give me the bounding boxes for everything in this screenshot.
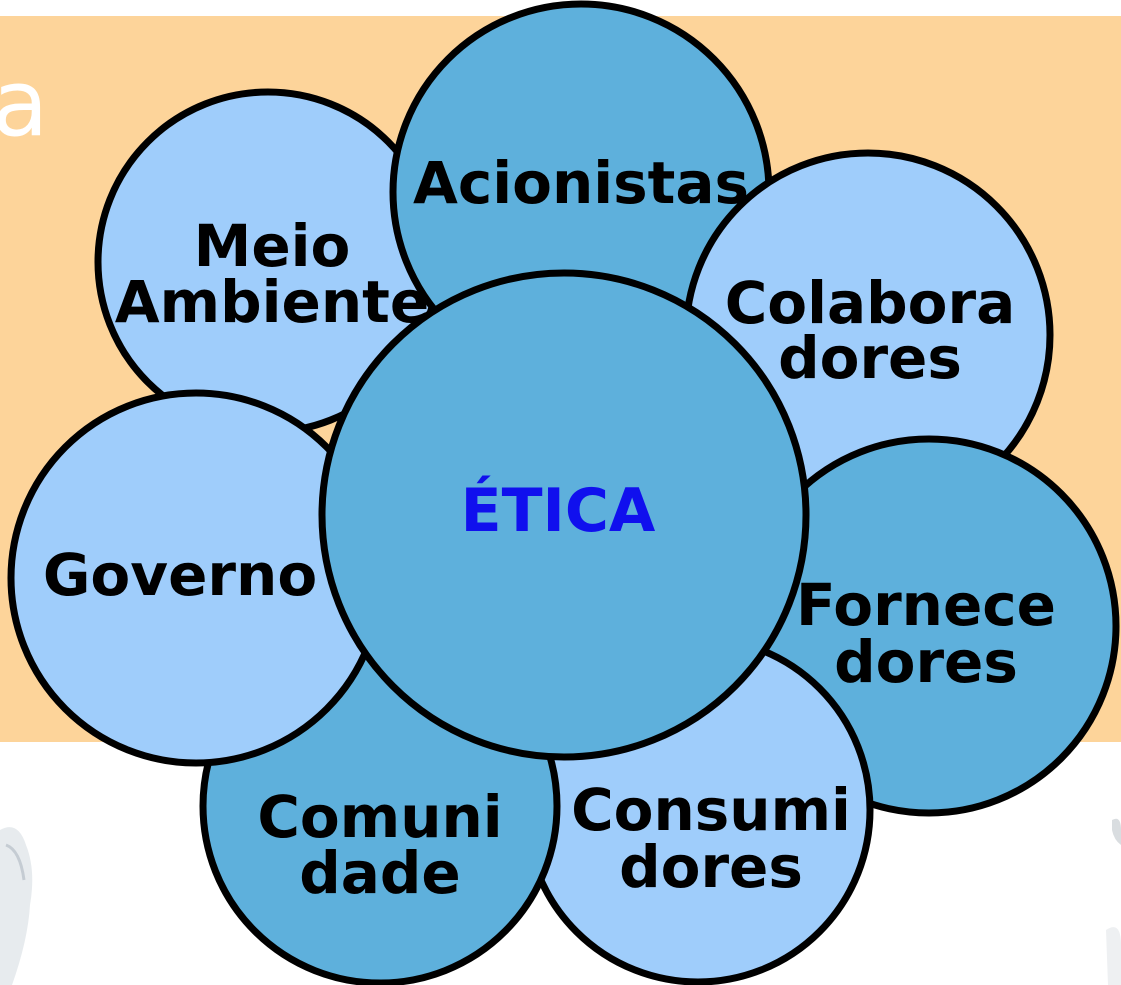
decorative-edge-image — [1106, 818, 1121, 985]
node-comunidade-label-line2: dade — [299, 839, 461, 907]
node-colaboradores: Colabora dores — [682, 149, 1054, 521]
slide-title-fragment: a — [0, 50, 48, 157]
node-acionistas-label: Acionistas — [413, 149, 749, 217]
center-node-label: ÉTICA — [461, 474, 656, 546]
node-fornecedores-label-line2: dores — [834, 628, 1018, 696]
node-colaboradores-label-line1: Colabora — [725, 269, 1016, 337]
node-colaboradores-label-line2: dores — [778, 324, 962, 392]
center-node-etica: ÉTICA — [318, 269, 810, 761]
node-consumidores-label-line1: Consumi — [571, 776, 851, 844]
decorative-figure-image — [0, 827, 33, 985]
center-node-circle — [318, 269, 810, 761]
node-governo: Governo — [7, 389, 385, 767]
node-consumidores-label-line2: dores — [619, 833, 803, 901]
node-meio-ambiente-label-line1: Meio — [194, 212, 351, 280]
node-fornecedores-label-line1: Fornece — [796, 571, 1056, 639]
node-comunidade-label-line1: Comuni — [257, 783, 502, 851]
node-governo-label: Governo — [43, 541, 317, 609]
node-meio-ambiente-label-line2: Ambiente — [115, 268, 429, 336]
